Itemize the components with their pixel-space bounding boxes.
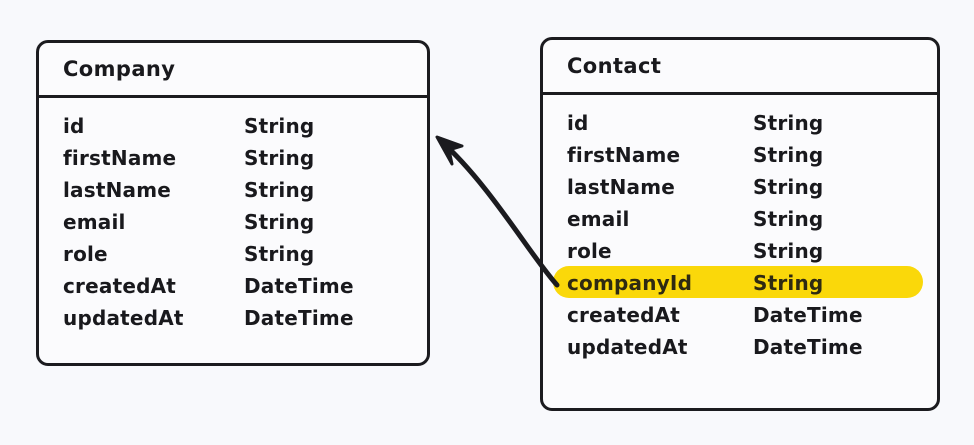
- field-name: createdAt: [63, 274, 177, 298]
- field-type: String: [753, 239, 824, 263]
- field-type: String: [753, 207, 824, 231]
- field-row[interactable]: firstName String: [39, 142, 427, 174]
- field-name: id: [567, 111, 589, 135]
- field-row[interactable]: createdAt DateTime: [39, 270, 427, 302]
- entity-fields-contact: id String firstName String lastName Stri…: [543, 95, 937, 363]
- field-name: createdAt: [567, 303, 681, 327]
- field-type: String: [753, 143, 824, 167]
- field-type: DateTime: [753, 303, 863, 327]
- entity-header-contact: Contact: [543, 40, 937, 95]
- entity-box-contact[interactable]: Contact id String firstName String lastN…: [540, 37, 940, 411]
- field-row[interactable]: email String: [543, 203, 937, 235]
- field-type: String: [753, 111, 824, 135]
- field-name: id: [63, 114, 85, 138]
- field-type: String: [244, 178, 315, 202]
- field-name: role: [63, 242, 108, 266]
- field-type: String: [244, 114, 315, 138]
- field-row[interactable]: updatedAt DateTime: [39, 302, 427, 334]
- entity-title-company: Company: [63, 57, 176, 81]
- entity-header-company: Company: [39, 43, 427, 98]
- field-type: String: [244, 242, 315, 266]
- field-name: role: [567, 239, 612, 263]
- field-row[interactable]: lastName String: [543, 171, 937, 203]
- field-row-highlighted-companyid[interactable]: companyId String: [543, 266, 937, 299]
- field-type: DateTime: [244, 306, 354, 330]
- field-row[interactable]: createdAt DateTime: [543, 299, 937, 331]
- field-name: lastName: [63, 178, 172, 202]
- field-row[interactable]: lastName String: [39, 174, 427, 206]
- field-row[interactable]: role String: [543, 235, 937, 267]
- highlight-pill: [553, 266, 923, 298]
- field-type: String: [753, 271, 824, 295]
- field-type: String: [244, 146, 315, 170]
- field-row[interactable]: id String: [39, 110, 427, 142]
- field-row[interactable]: role String: [39, 238, 427, 270]
- field-type: String: [244, 210, 315, 234]
- field-name: email: [567, 207, 630, 231]
- entity-box-company[interactable]: Company id String firstName String lastN…: [36, 40, 430, 366]
- field-row[interactable]: updatedAt DateTime: [543, 331, 937, 363]
- field-name: firstName: [63, 146, 177, 170]
- field-type: DateTime: [753, 335, 863, 359]
- field-name: lastName: [567, 175, 676, 199]
- field-name: updatedAt: [567, 335, 688, 359]
- field-type: String: [753, 175, 824, 199]
- entity-fields-company: id String firstName String lastName Stri…: [39, 98, 427, 334]
- field-name: firstName: [567, 143, 681, 167]
- field-name: email: [63, 210, 126, 234]
- field-row[interactable]: firstName String: [543, 139, 937, 171]
- field-row[interactable]: email String: [39, 206, 427, 238]
- field-name: updatedAt: [63, 306, 184, 330]
- entity-title-contact: Contact: [567, 54, 662, 78]
- field-type: DateTime: [244, 274, 354, 298]
- field-name: companyId: [567, 271, 693, 295]
- field-row[interactable]: id String: [543, 107, 937, 139]
